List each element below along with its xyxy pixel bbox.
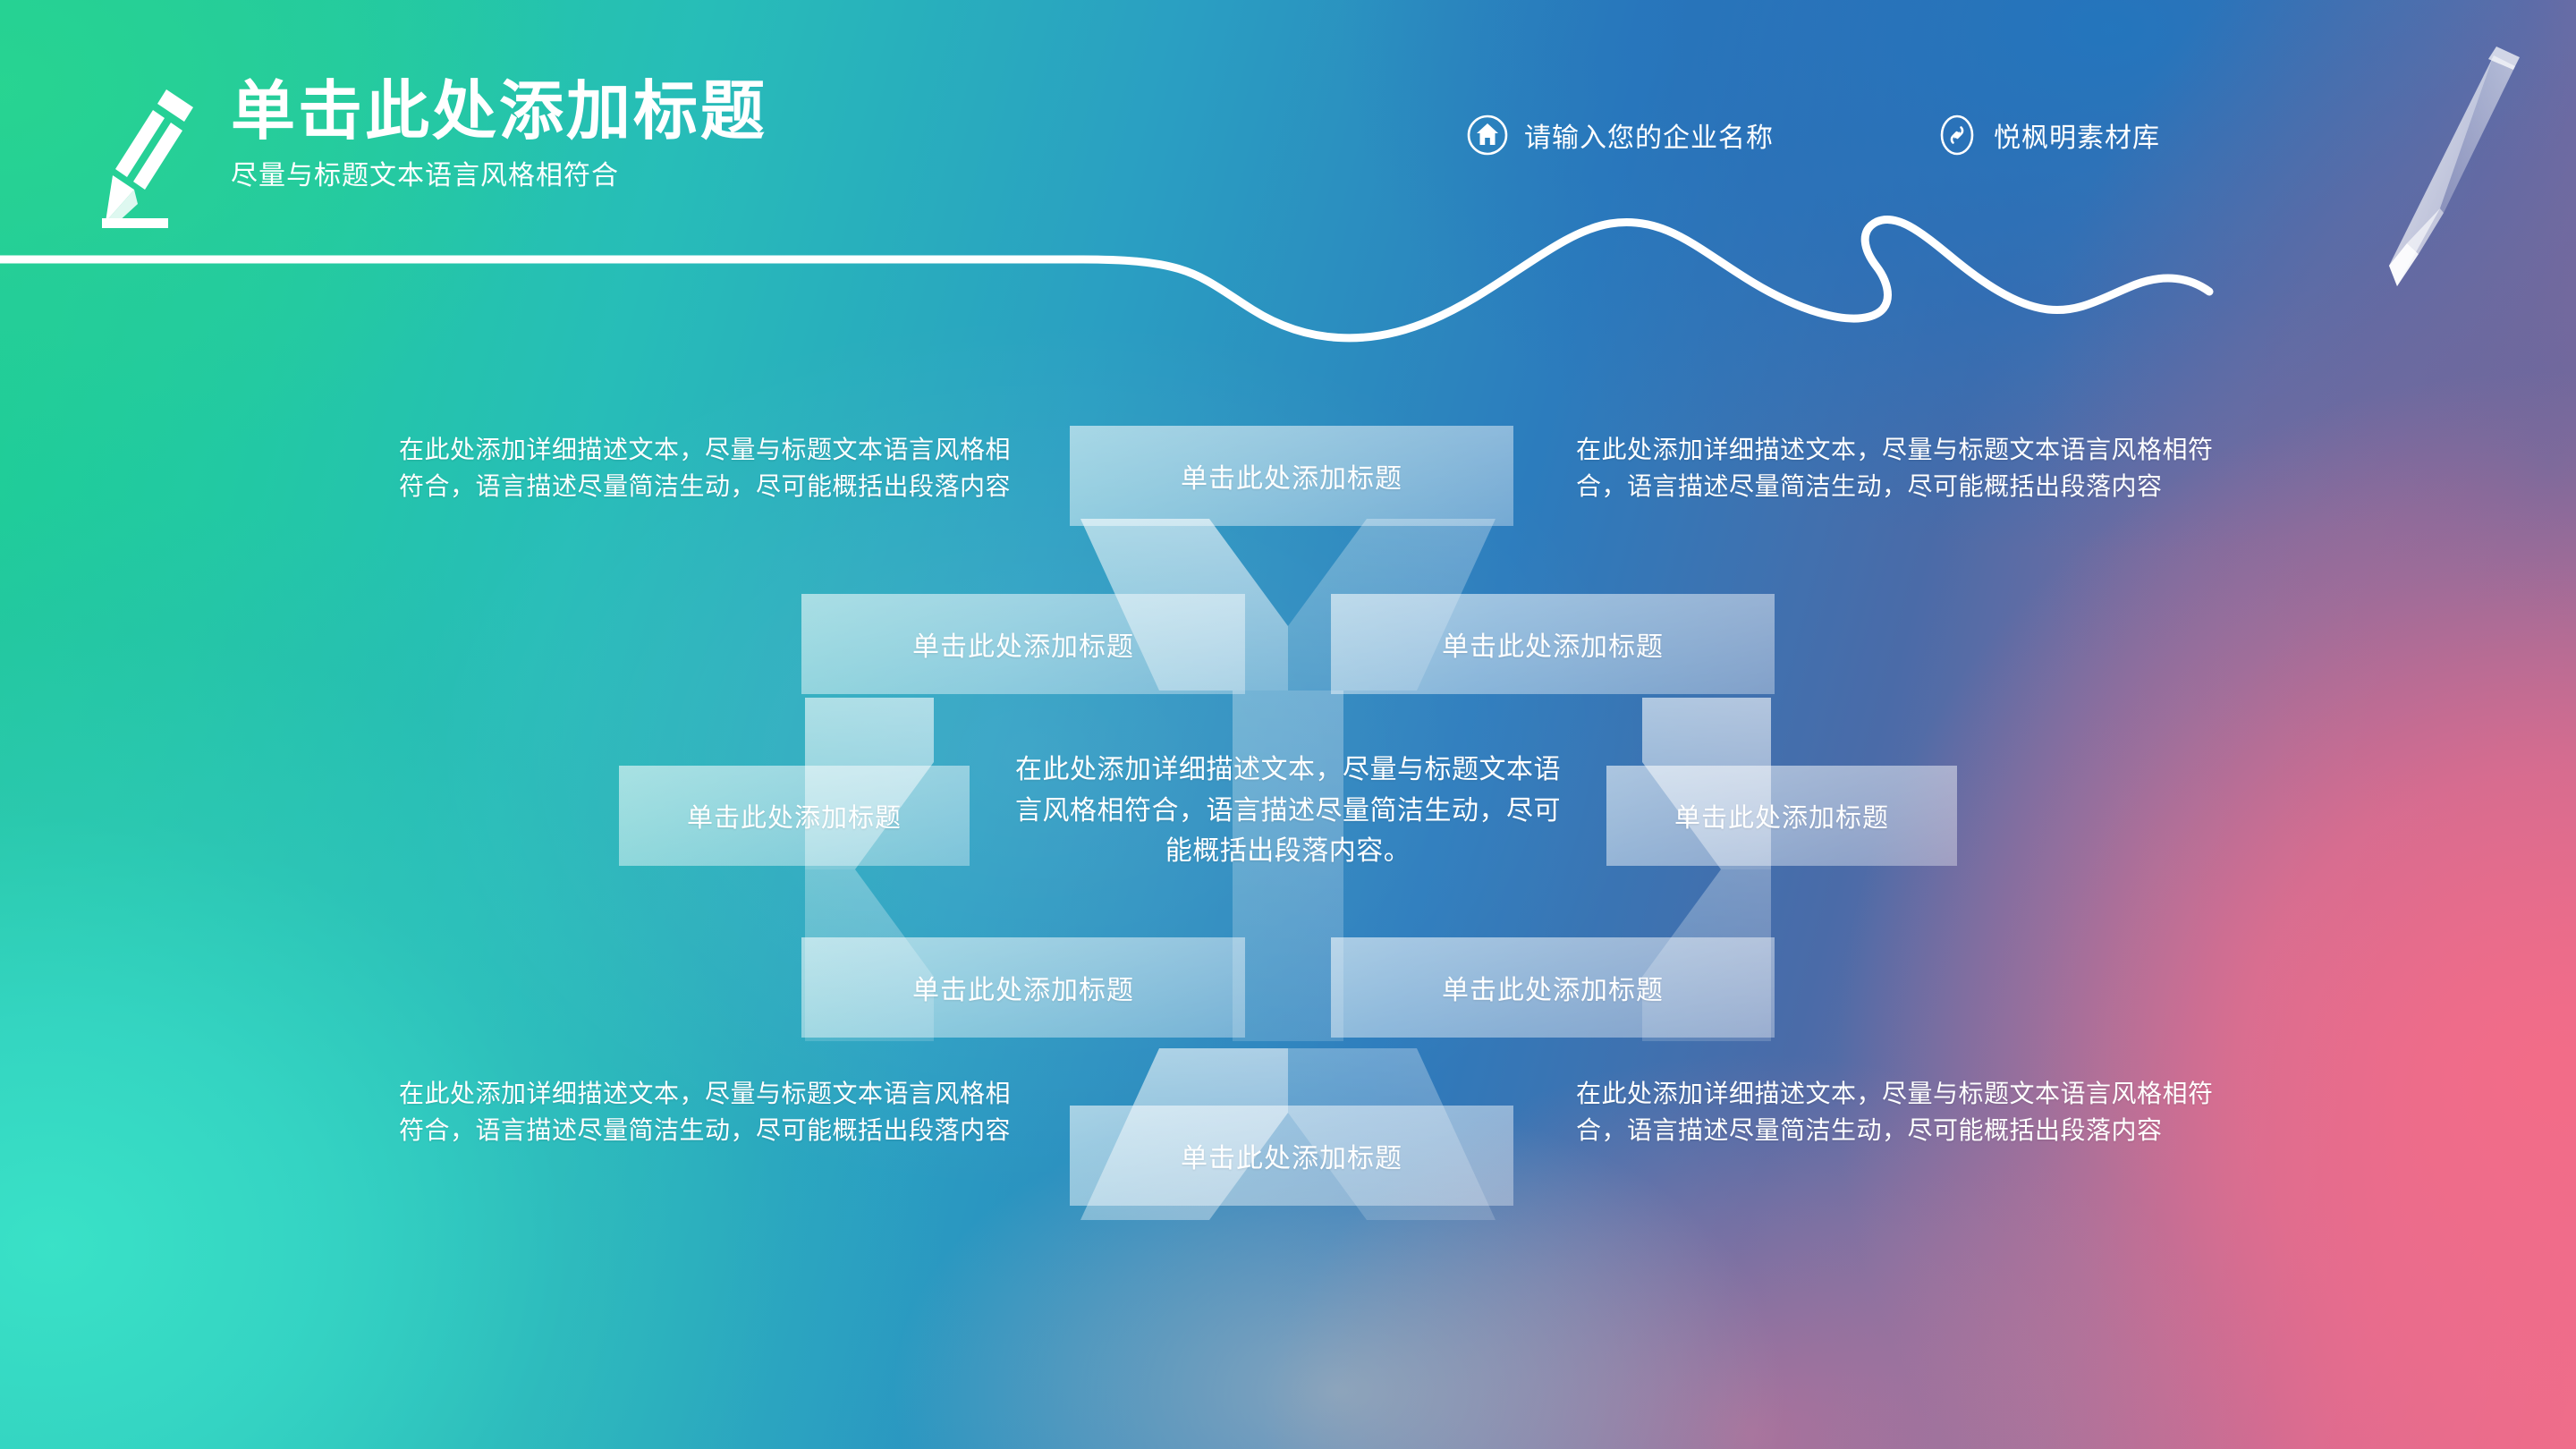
page-title: 单击此处添加标题 bbox=[231, 76, 768, 148]
pencil-drawing-line-icon bbox=[0, 215, 2214, 343]
node-label-upper-left[interactable]: 单击此处添加标题 bbox=[912, 632, 1134, 662]
pencil-icon bbox=[102, 89, 193, 228]
node-label-top[interactable]: 单击此处添加标题 bbox=[1181, 464, 1402, 494]
link-icon bbox=[1940, 114, 1974, 156]
title-block: 单击此处添加标题 尽量与标题文本语言风格相符合 bbox=[231, 79, 767, 192]
node-box-top bbox=[1070, 426, 1513, 526]
corner-pencil-icon bbox=[2389, 47, 2520, 286]
slide-header: 单击此处添加标题 尽量与标题文本语言风格相符合 请输入您的企业名称 悦枫明素材库 bbox=[0, 0, 2576, 343]
description-bottom-right: 在此处添加详细描述文本，尽量与标题文本语言风格相符合，语言描述尽量简洁生动，尽可… bbox=[1576, 1080, 2214, 1145]
header-source-label: 悦枫明素材库 bbox=[1994, 123, 2160, 153]
node-box-upper-left bbox=[801, 594, 1245, 694]
header-source-item[interactable]: 悦枫明素材库 bbox=[1936, 114, 2160, 156]
description-bottom-left: 在此处添加详细描述文本，尽量与标题文本语言风格相符合，语言描述尽量简洁生动，尽可… bbox=[398, 1080, 1011, 1145]
node-box-bottom bbox=[1070, 1106, 1513, 1206]
node-box-upper-right bbox=[1331, 594, 1775, 694]
connector-center-spine bbox=[1233, 691, 1343, 1041]
node-label-middle-left[interactable]: 单击此处添加标题 bbox=[686, 804, 902, 833]
description-top-left: 在此处添加详细描述文本，尽量与标题文本语言风格相符合，语言描述尽量简洁生动，尽可… bbox=[398, 436, 1011, 501]
home-icon bbox=[1467, 114, 1508, 156]
header-company-item[interactable]: 请输入您的企业名称 bbox=[1467, 114, 1774, 156]
node-box-lower-right bbox=[1331, 937, 1775, 1038]
node-label-bottom[interactable]: 单击此处添加标题 bbox=[1181, 1144, 1402, 1174]
description-top-right: 在此处添加详细描述文本，尽量与标题文本语言风格相符合，语言描述尽量简洁生动，尽可… bbox=[1576, 436, 2214, 501]
node-label-upper-right[interactable]: 单击此处添加标题 bbox=[1442, 632, 1664, 662]
node-label-middle-right[interactable]: 单击此处添加标题 bbox=[1674, 804, 1889, 833]
center-description: 在此处添加详细描述文本，尽量与标题文本语言风格相符合，语言描述尽量简洁生动，尽可… bbox=[1015, 755, 1561, 867]
page-subtitle: 尽量与标题文本语言风格相符合 bbox=[231, 160, 619, 191]
header-company-label: 请输入您的企业名称 bbox=[1524, 123, 1774, 153]
node-label-lower-left[interactable]: 单击此处添加标题 bbox=[912, 976, 1134, 1005]
node-box-lower-left bbox=[801, 937, 1245, 1038]
node-box-middle-right bbox=[1606, 766, 1957, 866]
node-box-middle-left bbox=[619, 766, 970, 866]
node-label-lower-right[interactable]: 单击此处添加标题 bbox=[1442, 976, 1664, 1005]
